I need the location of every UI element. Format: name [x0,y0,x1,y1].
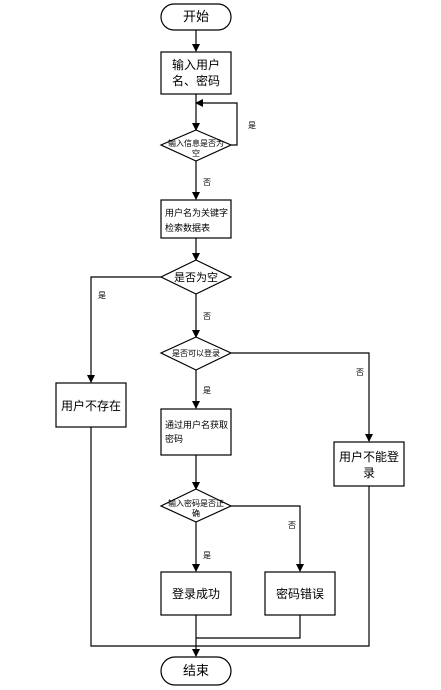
end-label: 结束 [183,664,209,679]
check-empty-label-line1: 输入信息是否为 [168,138,224,148]
node-cannot-login: 用户不能登 录 [333,441,405,487]
edge-loop-yes [195,99,238,146]
password-error-label: 密码错误 [276,586,324,601]
edge-pwderror-end [196,615,301,639]
edge-label-isempty-yes: 是 [98,291,106,300]
password-correct-label-line1: 输入密码是否正 [168,498,224,508]
edge-cannotlogin-end [196,486,370,647]
node-password-correct: 输入密码是否正 确 [159,488,233,523]
password-correct-diamond [159,488,233,523]
input-label-line1: 输入用户 [172,57,220,72]
edge-notexist-end [90,427,196,647]
search-process-box [160,199,232,239]
input-process-box [160,51,232,95]
input-label-line2: 名、密码 [172,73,220,88]
can-login-label: 是否可以登录 [172,348,220,358]
get-password-label-line2: 密码 [165,433,183,445]
cannot-login-label-line1: 用户不能登 [339,449,399,464]
password-error-box [264,571,336,616]
cannot-login-label-line2: 录 [363,466,375,480]
end-terminator [160,656,232,686]
search-label-line2: 检索数据表 [165,222,210,234]
start-terminator [160,3,232,31]
node-user-not-exist: 用户不存在 [55,382,127,428]
connectors [87,30,373,657]
node-is-empty: 是否为空 [159,259,233,295]
get-password-box [160,408,232,456]
edge-label-canlogin-no: 否 [356,368,364,377]
edge-label-pwd-yes: 是 [203,551,211,560]
edge-pwd-no [231,505,304,572]
search-label-line1: 用户名为关键字 [165,207,228,219]
node-search: 用户名为关键字 检索数据表 [160,199,232,239]
is-empty-diamond [159,259,233,295]
node-end: 结束 [160,656,232,686]
user-not-exist-box [55,382,127,428]
edge-label-loop-yes: 是 [248,121,256,130]
node-start: 开始 [160,3,232,31]
node-check-empty: 输入信息是否为 空 [159,129,233,162]
check-empty-diamond [159,129,233,162]
user-not-exist-label: 用户不存在 [61,398,121,413]
node-password-error: 密码错误 [264,571,336,616]
can-login-diamond [159,336,233,371]
edge-label-isempty-no: 否 [203,312,211,321]
login-success-box [160,571,232,616]
start-label: 开始 [183,10,209,25]
node-get-password: 通过用户名获取 密码 [160,408,232,456]
edge-label-pwd-no: 否 [288,521,296,530]
edge-label-check-no: 否 [203,178,211,187]
login-success-label: 登录成功 [172,586,220,601]
edge-canlogin-no [231,352,373,442]
is-empty-label: 是否为空 [174,270,218,284]
edge-label-canlogin-yes: 是 [203,386,211,395]
node-input: 输入用户 名、密码 [160,51,232,95]
cannot-login-box [333,441,405,487]
check-empty-label-line2: 空 [192,148,200,158]
edge-labels: 是 否 是 否 是 否 是 否 [98,121,364,560]
node-can-login: 是否可以登录 [159,336,233,371]
password-correct-label-line2: 确 [192,508,200,518]
edge-isempty-yes [87,276,161,383]
node-login-success: 登录成功 [160,571,232,616]
get-password-label-line1: 通过用户名获取 [165,419,228,431]
